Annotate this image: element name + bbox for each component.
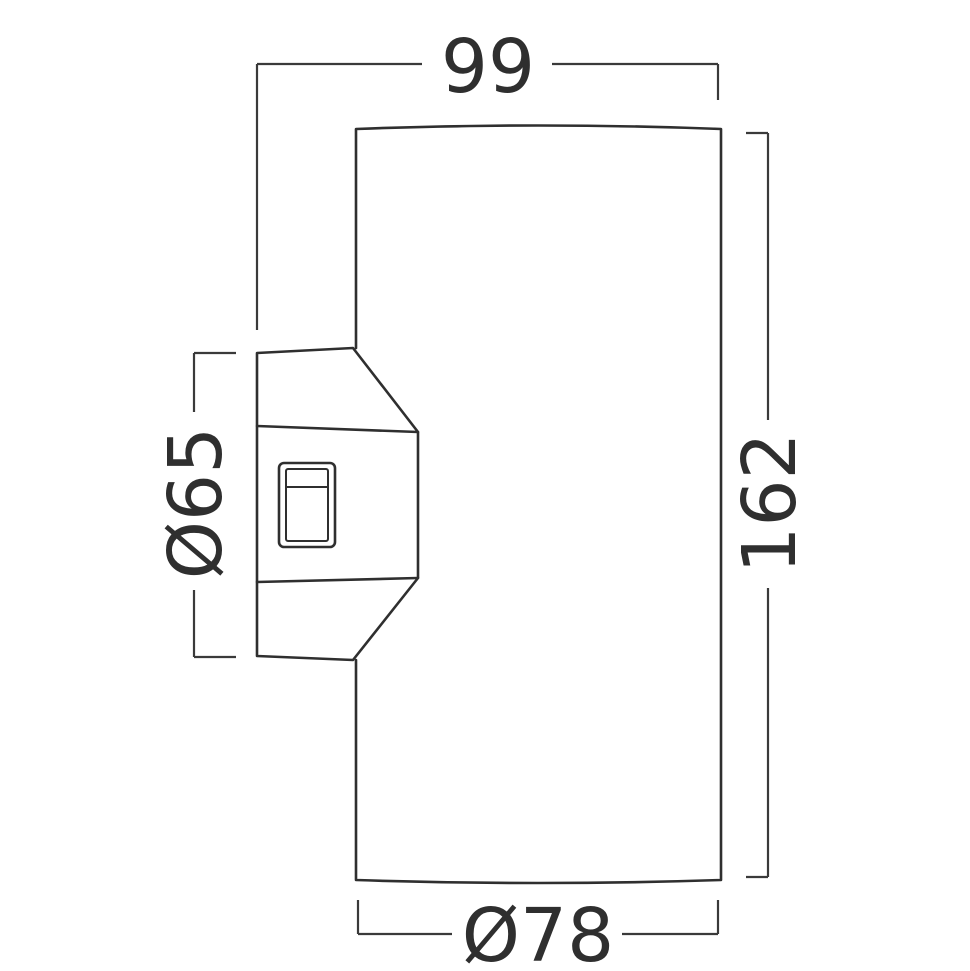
dimension-height-162: 162 xyxy=(727,131,813,879)
mount-bracket-upper-edge xyxy=(255,424,420,434)
cylinder-body-outline xyxy=(354,124,723,885)
dimension-mount-diameter-65: Ø65 xyxy=(153,351,239,659)
dimension-width-99: 99 xyxy=(255,24,720,330)
dimension-label-78: Ø78 xyxy=(462,893,614,971)
dimension-label-162: 162 xyxy=(727,432,813,573)
dimension-body-diameter-78: Ø78 xyxy=(356,893,720,971)
mount-bracket-outline xyxy=(255,346,420,662)
dimension-label-99: 99 xyxy=(441,24,535,110)
switch-inner xyxy=(285,468,329,542)
dimension-label-65: Ø65 xyxy=(153,427,239,579)
mount-bracket-lower-edge xyxy=(255,576,420,584)
switch-outer xyxy=(277,461,337,549)
